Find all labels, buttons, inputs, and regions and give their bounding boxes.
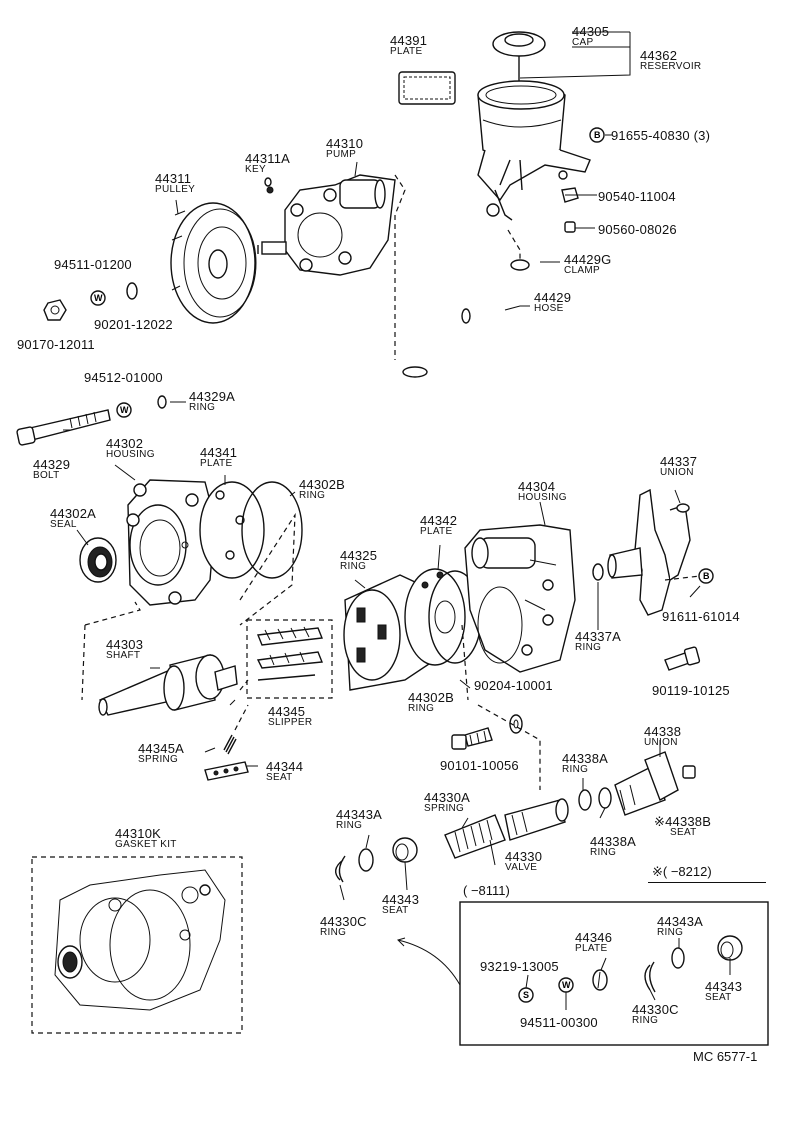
label-90101: 90101-10056 <box>440 758 519 773</box>
label-91611: 91611-61014 <box>662 609 740 624</box>
gasket-kit-box <box>31 856 243 1034</box>
note-range-box: ( −8111) <box>463 883 510 898</box>
slipper-44345-box <box>246 619 333 699</box>
spring-seat-drawing <box>204 704 249 781</box>
arrow-to-box <box>397 937 461 986</box>
label-90540: 90540-11004 <box>598 189 676 204</box>
svg-text:W: W <box>94 293 103 303</box>
label-90201: 90201-12022 <box>94 317 173 332</box>
svg-text:S: S <box>523 990 529 1000</box>
svg-text:B: B <box>703 571 710 581</box>
label-93219: 93219-13005 <box>480 959 559 974</box>
ring-44302B-upper <box>241 481 303 579</box>
seal-44302A-drawing <box>79 537 117 583</box>
seat-44343-main <box>335 837 418 883</box>
diagram-code: MC 6577-1 <box>693 1049 758 1064</box>
label-94512: 94512-01000 <box>84 370 163 385</box>
plate-44341-drawing <box>199 481 265 579</box>
svg-text:B: B <box>594 130 601 140</box>
label-91655: 91655-40830 (3) <box>611 128 711 143</box>
union-44337-drawing <box>592 488 701 616</box>
reservoir-drawing <box>477 31 591 221</box>
plate-44391-drawing <box>398 71 456 105</box>
note-range-star: ※( −8212) <box>652 864 712 879</box>
leader-lines <box>63 31 731 1010</box>
note-range-star-rule <box>648 882 766 883</box>
label-90119: 90119-10125 <box>652 683 730 698</box>
label-94511-01200: 94511-01200 <box>54 257 132 272</box>
pulley-drawing <box>170 202 257 324</box>
washers-top-left: W <box>43 282 138 321</box>
shaft-44303-drawing <box>98 654 238 716</box>
union-44338-drawing <box>578 751 696 816</box>
label-90204: 90204-10001 <box>474 678 553 693</box>
svg-text:W: W <box>120 405 129 415</box>
pump-drawing <box>257 174 396 276</box>
bolt-44329-drawing: W <box>16 395 167 446</box>
housing-44302-drawing <box>126 479 216 606</box>
hose-drawing <box>394 174 530 378</box>
label-94511-00300: 94511-00300 <box>520 1015 598 1030</box>
label-90560: 90560-08026 <box>598 222 677 237</box>
bolt-90119-drawing <box>664 646 701 671</box>
housing-44304-drawing <box>464 524 576 673</box>
svg-text:W: W <box>562 980 571 990</box>
bolt-90101-drawing <box>451 624 541 790</box>
valve-44330-drawing <box>444 798 569 859</box>
plate-44342-drawing <box>404 568 466 666</box>
bolt-markers: B B <box>589 127 714 584</box>
label-90170: 90170-12011 <box>17 337 95 352</box>
